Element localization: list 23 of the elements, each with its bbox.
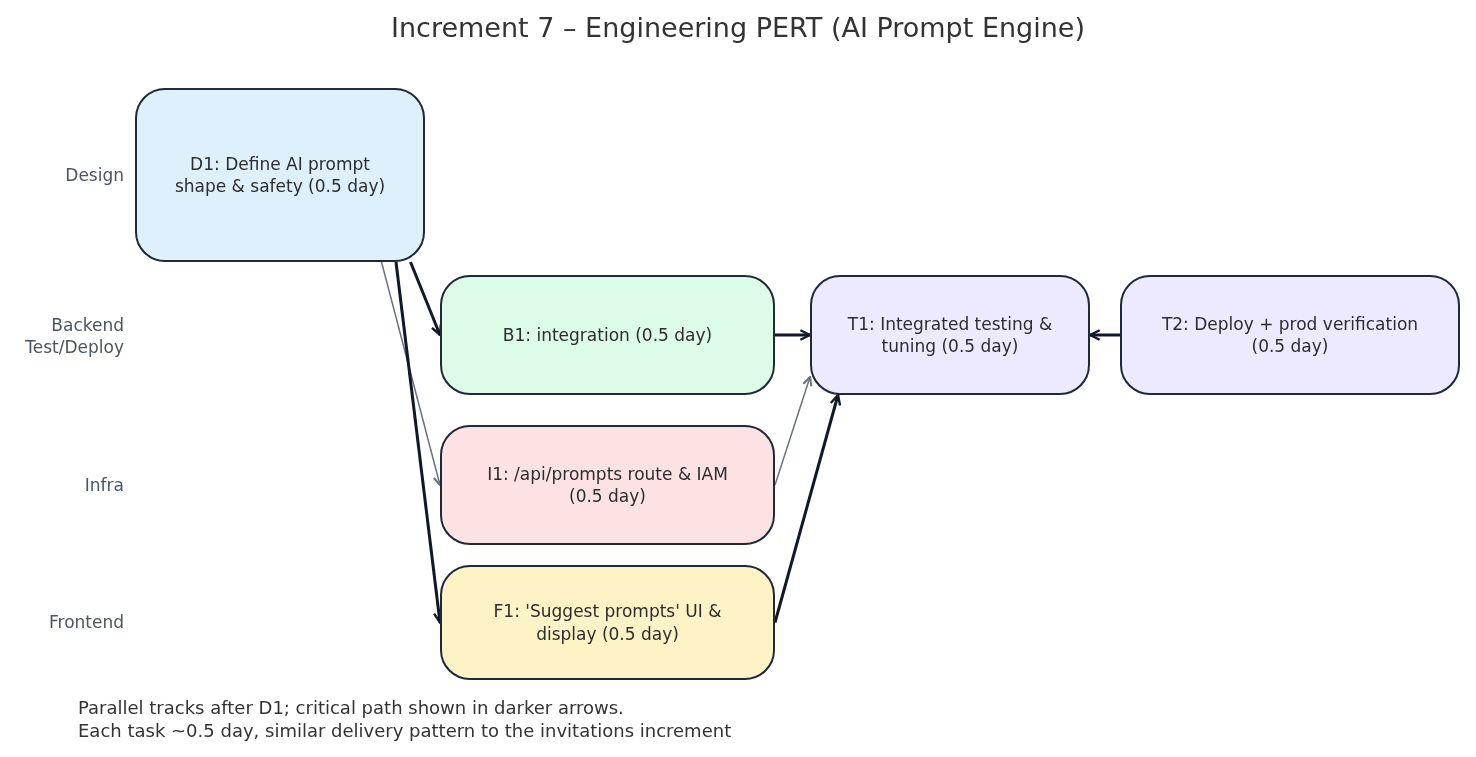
task-box (440, 425, 775, 545)
lane-label: Frontend (48, 612, 124, 632)
lane-label: Test/Deploy (25, 337, 124, 357)
footnote: Parallel tracks after D1; critical path shown in darker arrows. (78, 697, 624, 718)
footnote: Each task ~0.5 day, similar delivery pattern to the invitations increment (78, 720, 732, 741)
task-box (810, 275, 1090, 395)
task-label: T1: Integrated testing & tuning (0.5 day) (846, 312, 1054, 358)
lane-label: Infra (84, 475, 124, 495)
task-box (440, 275, 775, 395)
task-box (440, 565, 775, 680)
arrow (1088, 329, 1120, 341)
task-label: D1: Define AI prompt shape & safety (0.5 day) (173, 152, 387, 198)
lane-label: Backend (51, 315, 124, 335)
arrow (774, 375, 813, 486)
task-label: B1: integration (0.5 day) (502, 323, 713, 347)
task-label: F1: 'Suggest prompts' UI & display (0.5 day) (492, 600, 723, 645)
task-label: T2: Deploy + prod verification (0.5 day) (1160, 312, 1420, 358)
arrow (773, 393, 842, 623)
task-box (135, 88, 425, 262)
task-box (1120, 275, 1460, 395)
task-label: I1: /api/prompts route & IAM (0.5 day) (486, 462, 729, 508)
arrow (775, 329, 812, 341)
diagram-title: Increment 7 – Engineering PERT (AI Prompt Engine) (390, 12, 1086, 43)
